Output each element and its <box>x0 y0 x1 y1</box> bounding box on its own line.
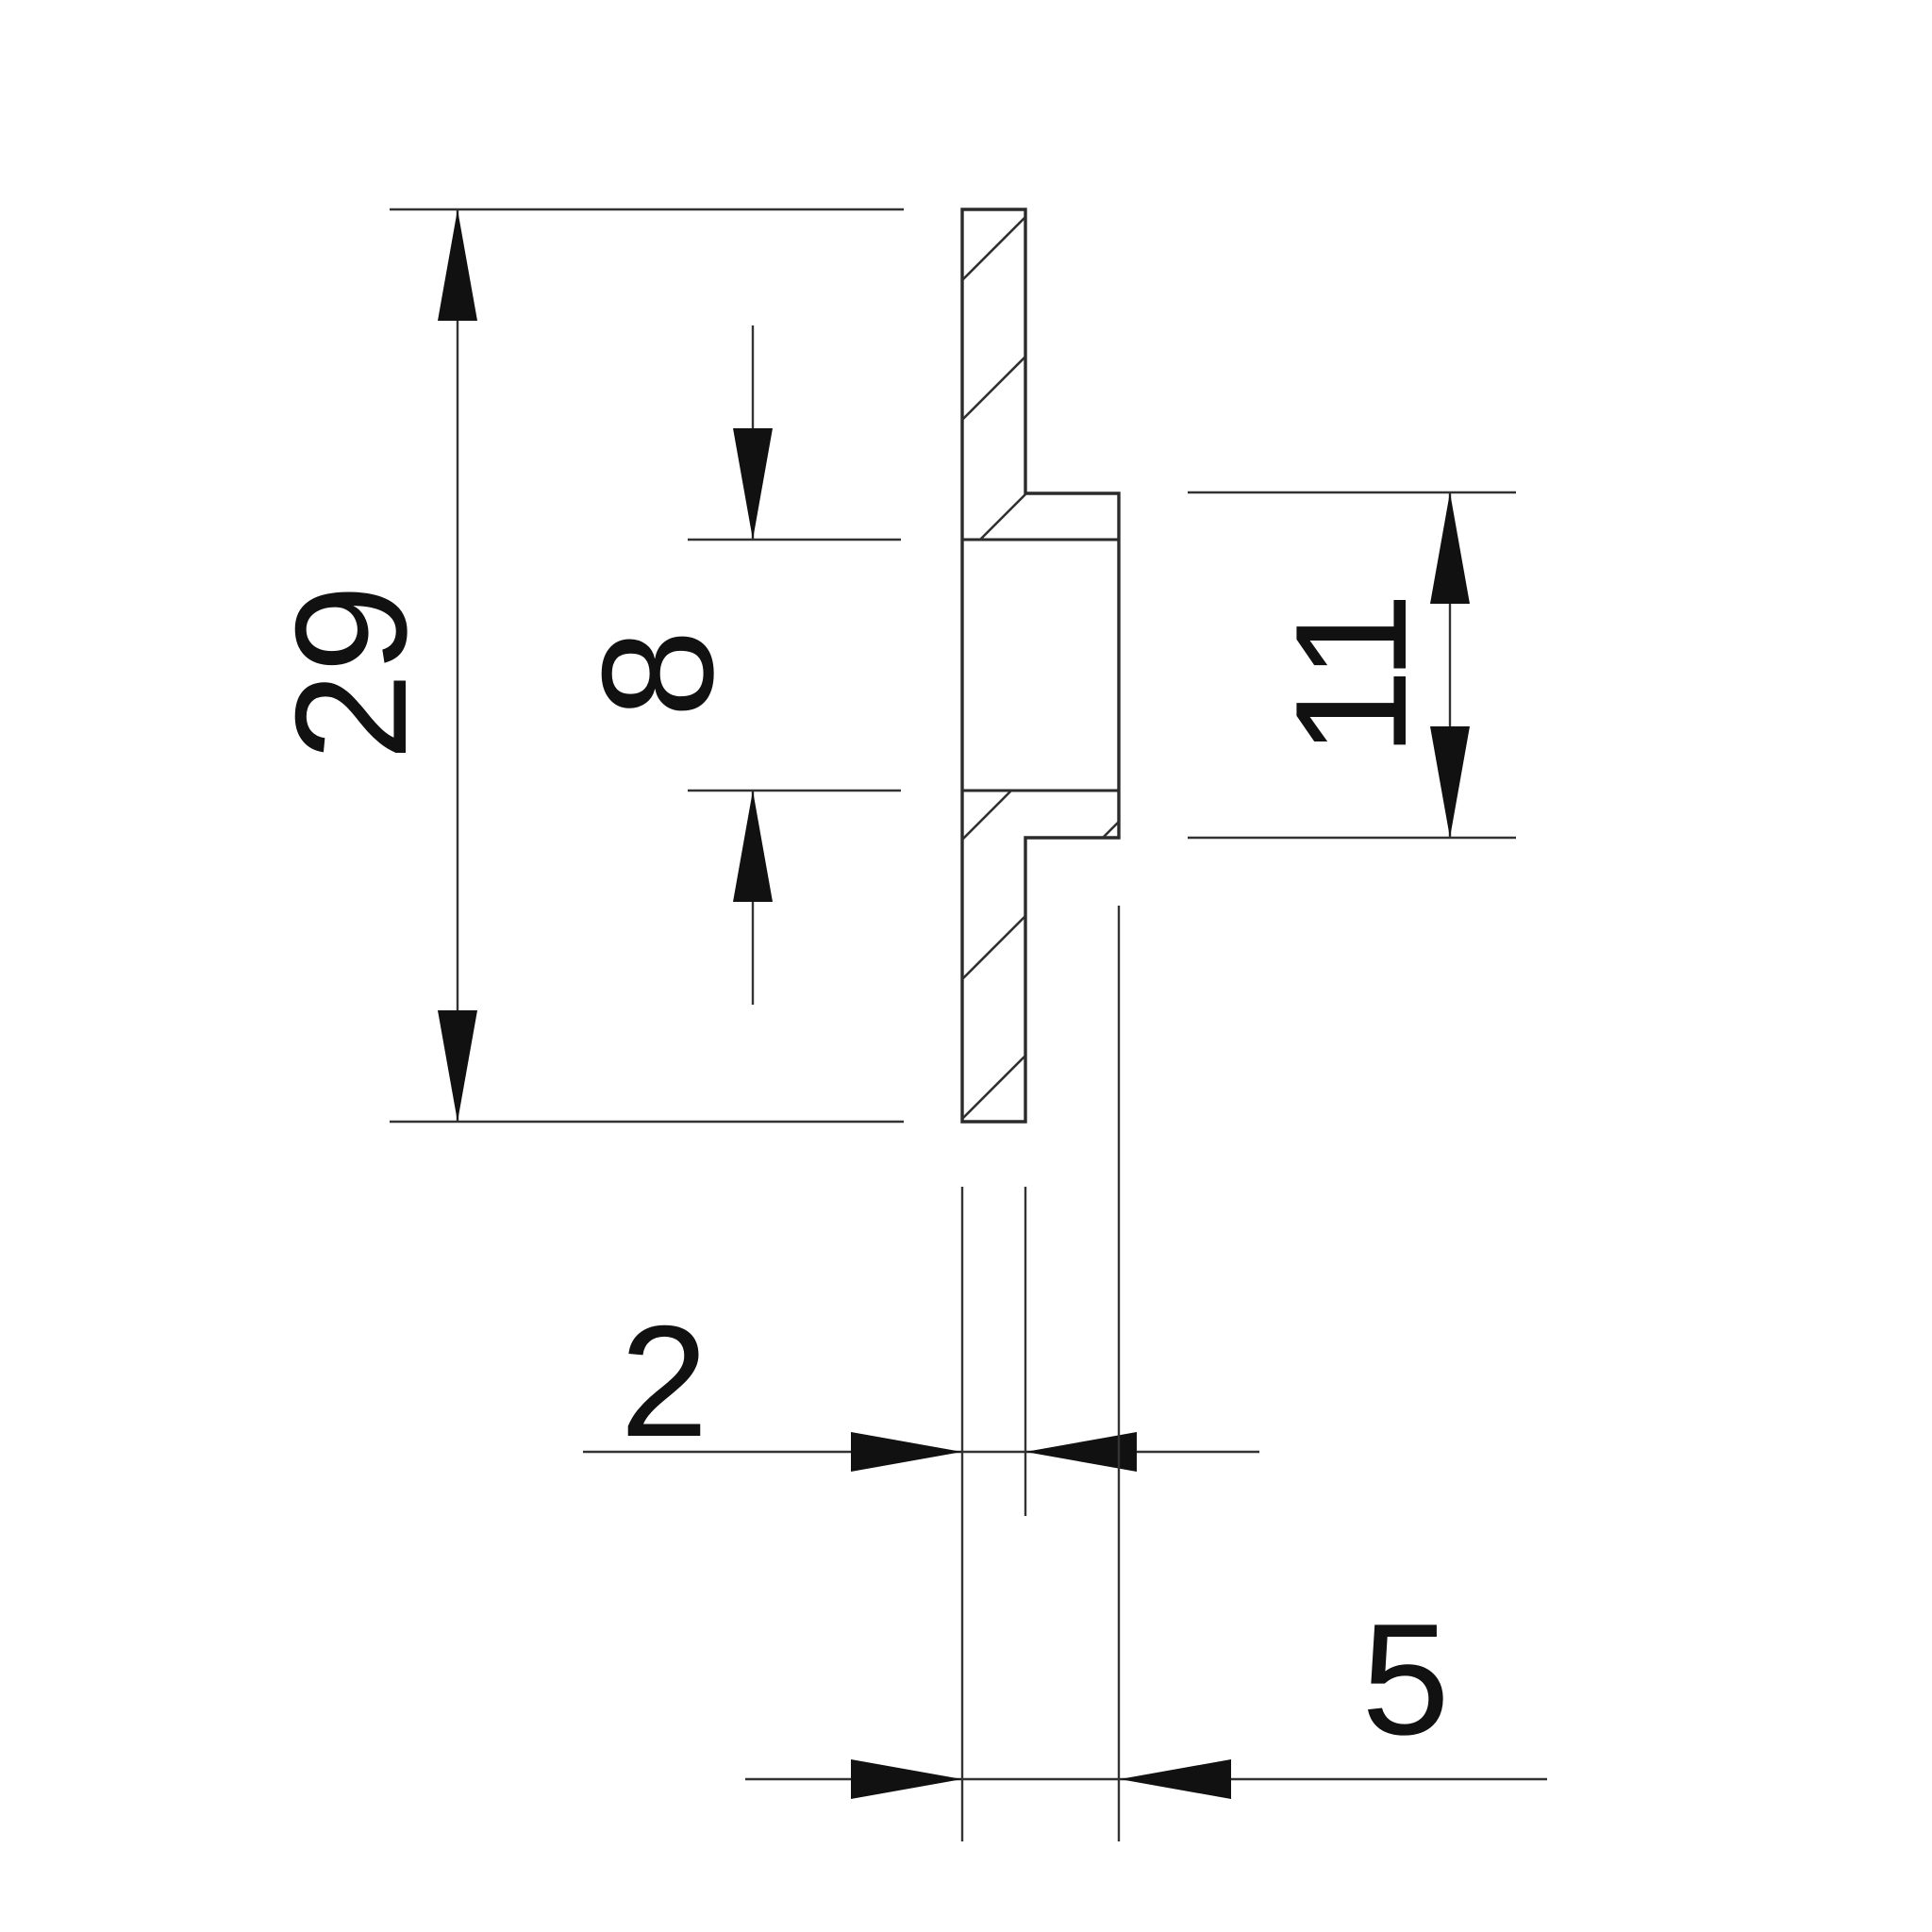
dimension-hub-diameter: 11 <box>1188 491 1516 840</box>
dimension-flange-diameter: 29 <box>262 208 904 1124</box>
arrowhead-down-icon <box>733 428 773 540</box>
part-section <box>960 208 1121 1124</box>
hatch-line <box>1102 821 1120 839</box>
dimension-bore-diameter: 8 <box>569 325 901 1005</box>
hatch-line <box>961 356 1026 421</box>
arrowhead-down-icon <box>1430 726 1470 838</box>
arrowhead-right-icon <box>851 1432 962 1472</box>
dimension-label-11: 11 <box>1262 592 1440 757</box>
hatch-line <box>961 915 1026 980</box>
dimension-label-8: 8 <box>569 629 746 717</box>
hatch-line <box>961 216 1026 281</box>
arrowhead-up-icon <box>1430 492 1470 604</box>
part-outline <box>960 208 1121 1124</box>
hatch-line <box>961 1055 1026 1120</box>
dimension-overall-width: 5 <box>745 906 1547 1841</box>
dimension-label-5: 5 <box>1361 1591 1449 1768</box>
hatch-lines <box>961 216 1120 1120</box>
arrowhead-left-icon <box>1120 1759 1231 1799</box>
arrowhead-left-icon <box>1025 1432 1137 1472</box>
dimension-label-2: 2 <box>620 1292 708 1470</box>
hatch-line <box>979 493 1026 541</box>
arrowhead-up-icon <box>733 791 773 902</box>
arrowhead-down-icon <box>438 1010 477 1122</box>
dimension-flange-thickness: 2 <box>583 1187 1259 1841</box>
arrowhead-up-icon <box>438 209 477 321</box>
arrowhead-right-icon <box>851 1759 962 1799</box>
hatch-line <box>961 790 1012 841</box>
dimension-label-29: 29 <box>262 585 440 761</box>
